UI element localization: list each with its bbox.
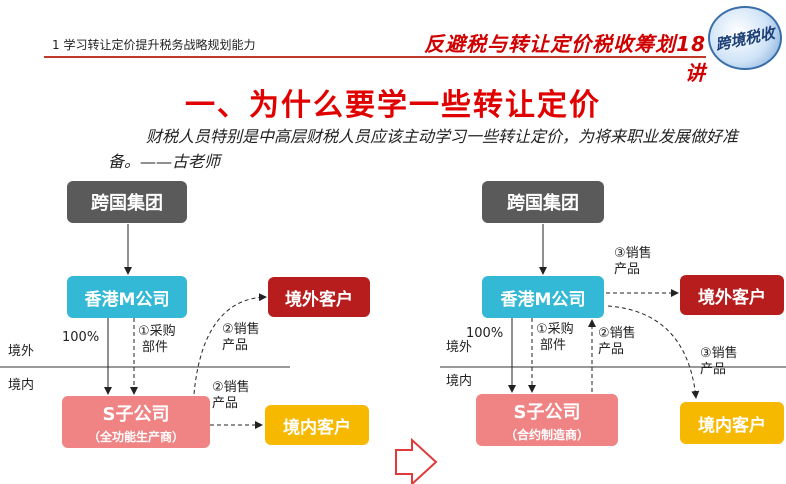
right-zone-inside-label: 境内	[446, 374, 473, 389]
right-domestic-customer-box: 境内客户	[680, 402, 784, 444]
right-purchase-label-line1: ①采购	[536, 322, 574, 337]
right-sale-back-label: ②销售 产品	[598, 326, 636, 358]
right-sale-foreign-label-line1: ③销售	[614, 246, 652, 261]
right-purchase-label-line2: 部件	[540, 338, 567, 353]
right-sub-company-note: （合约制造商）	[504, 427, 589, 442]
header-series-title: 反避税与转让定价税收筹划18讲	[424, 32, 706, 85]
left-sub-company-box: S子公司 （全功能生产商）	[62, 396, 210, 448]
left-sub-company-name: S子公司	[102, 403, 170, 425]
right-purchase-label: ①采购 部件	[536, 322, 574, 354]
left-zone-inside-label: 境内	[8, 378, 35, 393]
left-ownership-pct: 100%	[62, 330, 100, 345]
left-sale-foreign-label: ②销售 产品	[222, 322, 260, 354]
page-title: 一、为什么要学一些转让定价	[185, 88, 601, 123]
next-arrow-shape	[395, 437, 438, 484]
right-sale-domestic-label-line2: 产品	[700, 362, 727, 377]
right-foreign-customer-box: 境外客户	[680, 275, 784, 315]
left-sale-domestic-label-line2: 产品	[212, 396, 239, 411]
left-foreign-customer-box: 境外客户	[268, 277, 370, 317]
right-sale-domestic-label-line1: ③销售	[700, 346, 738, 361]
left-domestic-customer-box: 境内客户	[265, 405, 369, 445]
left-sub-company-note: （全功能生产商）	[87, 429, 184, 444]
left-sale-domestic-label: ②销售 产品	[212, 380, 250, 412]
left-group-box: 跨国集团	[67, 181, 187, 223]
right-sale-domestic-arrow	[607, 305, 700, 399]
quote-text: 财税人员特别是中高层财税人员应该主动学习一些转让定价，为将来职业发展做好准备。—…	[108, 127, 739, 171]
right-sale-foreign-label-line2: 产品	[614, 262, 641, 277]
left-hk-company-box: 香港M公司	[67, 276, 187, 318]
right-hk-company-box: 香港M公司	[482, 276, 604, 318]
left-purchase-label: ①采购 部件	[138, 324, 176, 356]
left-sale-foreign-arrow	[193, 293, 267, 395]
logo: 跨境税收	[708, 6, 782, 70]
left-purchase-label-line1: ①采购	[138, 324, 176, 339]
header-divider	[44, 56, 706, 58]
right-sale-back-label-line1: ②销售	[598, 326, 636, 341]
right-sub-company-name: S子公司	[513, 401, 581, 423]
right-sale-foreign-label: ③销售 产品	[614, 246, 652, 278]
right-sale-back-label-line2: 产品	[598, 342, 625, 357]
left-purchase-label-line2: 部件	[142, 340, 169, 355]
right-group-box: 跨国集团	[482, 181, 604, 223]
left-sale-foreign-label-line1: ②销售	[222, 322, 260, 337]
right-sub-company-box: S子公司 （合约制造商）	[476, 394, 618, 446]
left-sale-foreign-label-line2: 产品	[222, 338, 249, 353]
right-sale-domestic-label: ③销售 产品	[700, 346, 738, 378]
header-subtitle: 1 学习转让定价提升税务战略规划能力	[52, 38, 256, 52]
left-sale-domestic-label-line1: ②销售	[212, 380, 250, 395]
right-zone-outside-label: 境外	[446, 340, 473, 355]
left-zone-outside-label: 境外	[8, 344, 35, 359]
right-ownership-pct: 100%	[466, 326, 504, 341]
